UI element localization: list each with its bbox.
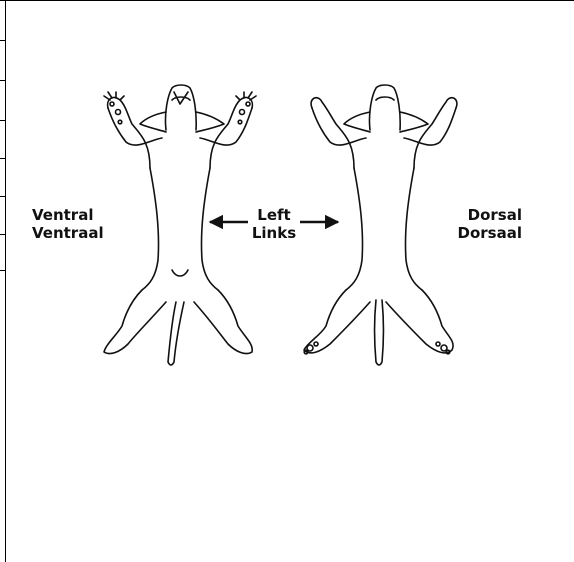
dorsal-label-en: Dorsal — [446, 206, 522, 224]
dorsal-label-nl: Dorsaal — [446, 224, 522, 242]
ventral-label-nl: Ventraal — [32, 224, 104, 242]
dorsal-label: Dorsal Dorsaal — [446, 206, 522, 242]
left-label-en: Left — [244, 206, 304, 224]
ventral-label-en: Ventral — [32, 206, 104, 224]
ventral-label: Ventral Ventraal — [32, 206, 104, 242]
ventral-body-outline — [104, 85, 256, 365]
left-label-nl: Links — [244, 224, 304, 242]
dorsal-body-outline — [304, 85, 457, 365]
left-label: Left Links — [244, 206, 304, 242]
